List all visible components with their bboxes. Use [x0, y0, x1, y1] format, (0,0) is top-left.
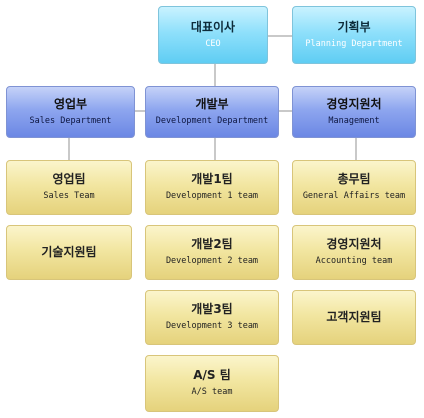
- node-dev3-subtitle: Development 3 team: [165, 321, 259, 331]
- node-mgmt-subtitle: Management: [328, 115, 380, 126]
- node-ceo-title: 대표이사: [190, 19, 236, 34]
- node-sales-team: 영업팀 Sales Team: [6, 160, 132, 215]
- node-dev: 개발부 Development Department: [145, 86, 279, 138]
- node-general: 총무팀 General Affairs team: [292, 160, 416, 215]
- node-dev2: 개발2팀 Development 2 team: [145, 225, 279, 280]
- node-sales: 영업부 Sales Department: [6, 86, 135, 138]
- connector-dev-down: [214, 138, 216, 160]
- node-accounting: 경영지원처 Accounting team: [292, 225, 416, 280]
- connector-ceo-down: [214, 64, 216, 86]
- node-dev3: 개발3팀 Development 3 team: [145, 290, 279, 345]
- node-accounting-subtitle: Accounting team: [315, 256, 393, 266]
- connector-ceo-planning: [268, 35, 292, 37]
- connector-sales-down: [68, 138, 70, 160]
- node-dev-subtitle: Development Department: [155, 115, 269, 126]
- node-dev1: 개발1팀 Development 1 team: [145, 160, 279, 215]
- node-dev-title: 개발부: [195, 96, 229, 111]
- node-planning: 기획부 Planning Department: [292, 6, 416, 64]
- node-mgmt-title: 경영지원처: [326, 96, 382, 111]
- node-general-title: 총무팀: [337, 172, 371, 186]
- node-dev3-title: 개발3팀: [191, 302, 233, 316]
- node-sales-team-title: 영업팀: [52, 172, 86, 186]
- node-dev2-title: 개발2팀: [191, 237, 233, 251]
- node-ceo: 대표이사 CEO: [158, 6, 268, 64]
- node-mgmt: 경영지원처 Management: [292, 86, 416, 138]
- node-sales-team-subtitle: Sales Team: [43, 191, 95, 201]
- node-general-subtitle: General Affairs team: [302, 191, 406, 201]
- node-dev2-subtitle: Development 2 team: [165, 256, 259, 266]
- node-customer: 고객지원팀: [292, 290, 416, 345]
- node-ceo-subtitle: CEO: [205, 38, 221, 49]
- connector-mgmt-down: [355, 138, 357, 160]
- node-as-title: A/S 팀: [193, 368, 231, 382]
- node-accounting-title: 경영지원처: [326, 237, 382, 251]
- node-planning-subtitle: Planning Department: [305, 38, 403, 49]
- node-customer-title: 고객지원팀: [326, 310, 382, 324]
- node-dev1-subtitle: Development 1 team: [165, 191, 259, 201]
- node-sales-title: 영업부: [53, 96, 88, 111]
- node-tech-support: 기술지원팀: [6, 225, 132, 280]
- node-planning-title: 기획부: [337, 19, 371, 34]
- node-as: A/S 팀 A/S team: [145, 355, 279, 412]
- node-sales-subtitle: Sales Department: [29, 115, 112, 126]
- node-tech-support-title: 기술지원팀: [41, 245, 97, 259]
- node-as-subtitle: A/S team: [191, 387, 233, 397]
- node-dev1-title: 개발1팀: [191, 172, 233, 186]
